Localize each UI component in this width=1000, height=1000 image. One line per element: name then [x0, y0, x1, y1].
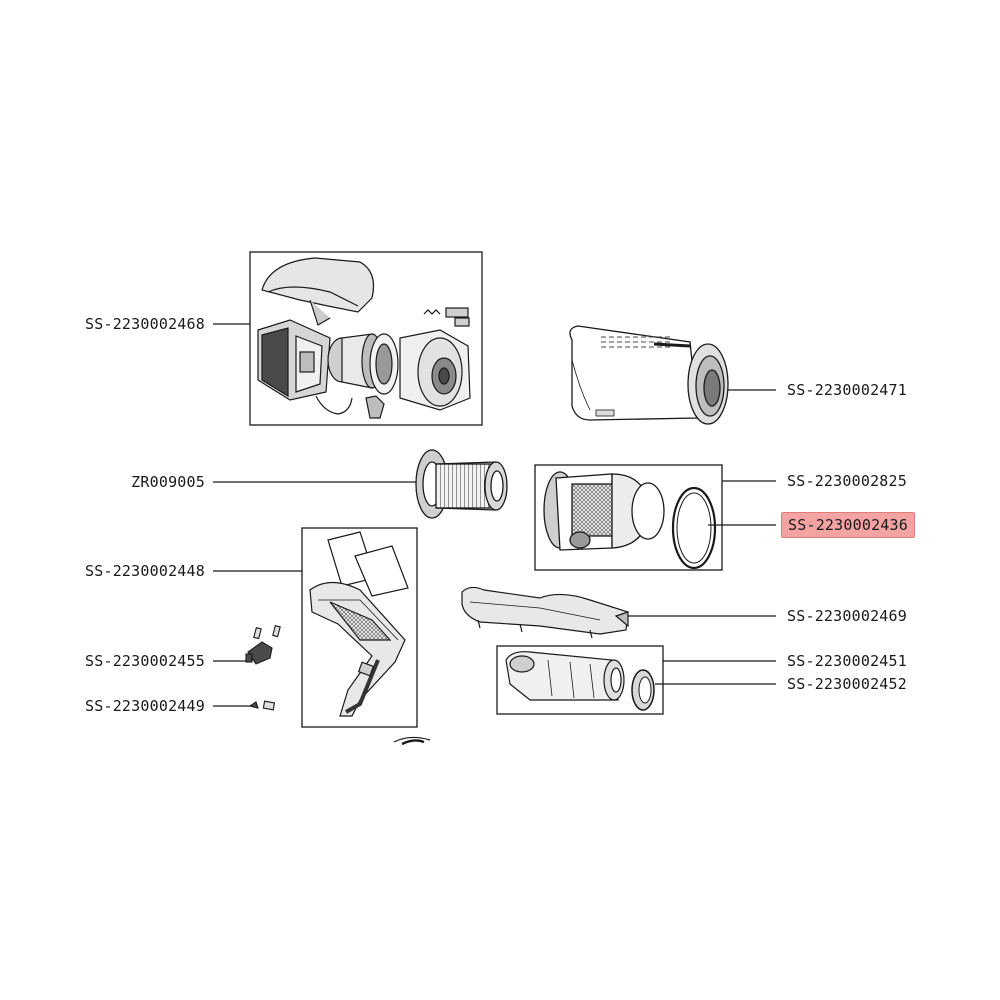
- pleated-filter-part[interactable]: [415, 449, 508, 519]
- label-ss-2230002448[interactable]: SS-2230002448: [85, 562, 205, 580]
- cyclone-unit-part[interactable]: [543, 471, 665, 551]
- leader-lines: [213, 323, 776, 707]
- label-ss-2230002825[interactable]: SS-2230002825: [787, 472, 907, 490]
- label-zr009005[interactable]: ZR009005: [131, 473, 205, 491]
- motor-unit-assembly-part[interactable]: [257, 257, 471, 419]
- bottom-tube-part[interactable]: [505, 651, 625, 701]
- label-ss-2230002468[interactable]: SS-2230002468: [85, 315, 205, 333]
- seal-ring-part[interactable]: [671, 486, 717, 570]
- group-boxes: [249, 251, 723, 728]
- dust-bin-part[interactable]: [569, 325, 729, 425]
- tube-ring-part[interactable]: [631, 669, 655, 711]
- label-ss-2230002436-highlighted[interactable]: SS-2230002436: [781, 512, 915, 538]
- switch-part[interactable]: [245, 624, 281, 665]
- tube-connector-part[interactable]: [461, 586, 629, 639]
- label-ss-2230002469[interactable]: SS-2230002469: [787, 607, 907, 625]
- label-ss-2230002451[interactable]: SS-2230002451: [787, 652, 907, 670]
- label-ss-2230002449[interactable]: SS-2230002449: [85, 697, 205, 715]
- label-ss-2230002452[interactable]: SS-2230002452: [787, 675, 907, 693]
- handle-body-part[interactable]: [309, 531, 409, 717]
- label-ss-2230002471[interactable]: SS-2230002471: [787, 381, 907, 399]
- label-ss-2230002455[interactable]: SS-2230002455: [85, 652, 205, 670]
- small-spring-part[interactable]: [248, 700, 276, 711]
- partial-part-fragment: [393, 736, 431, 746]
